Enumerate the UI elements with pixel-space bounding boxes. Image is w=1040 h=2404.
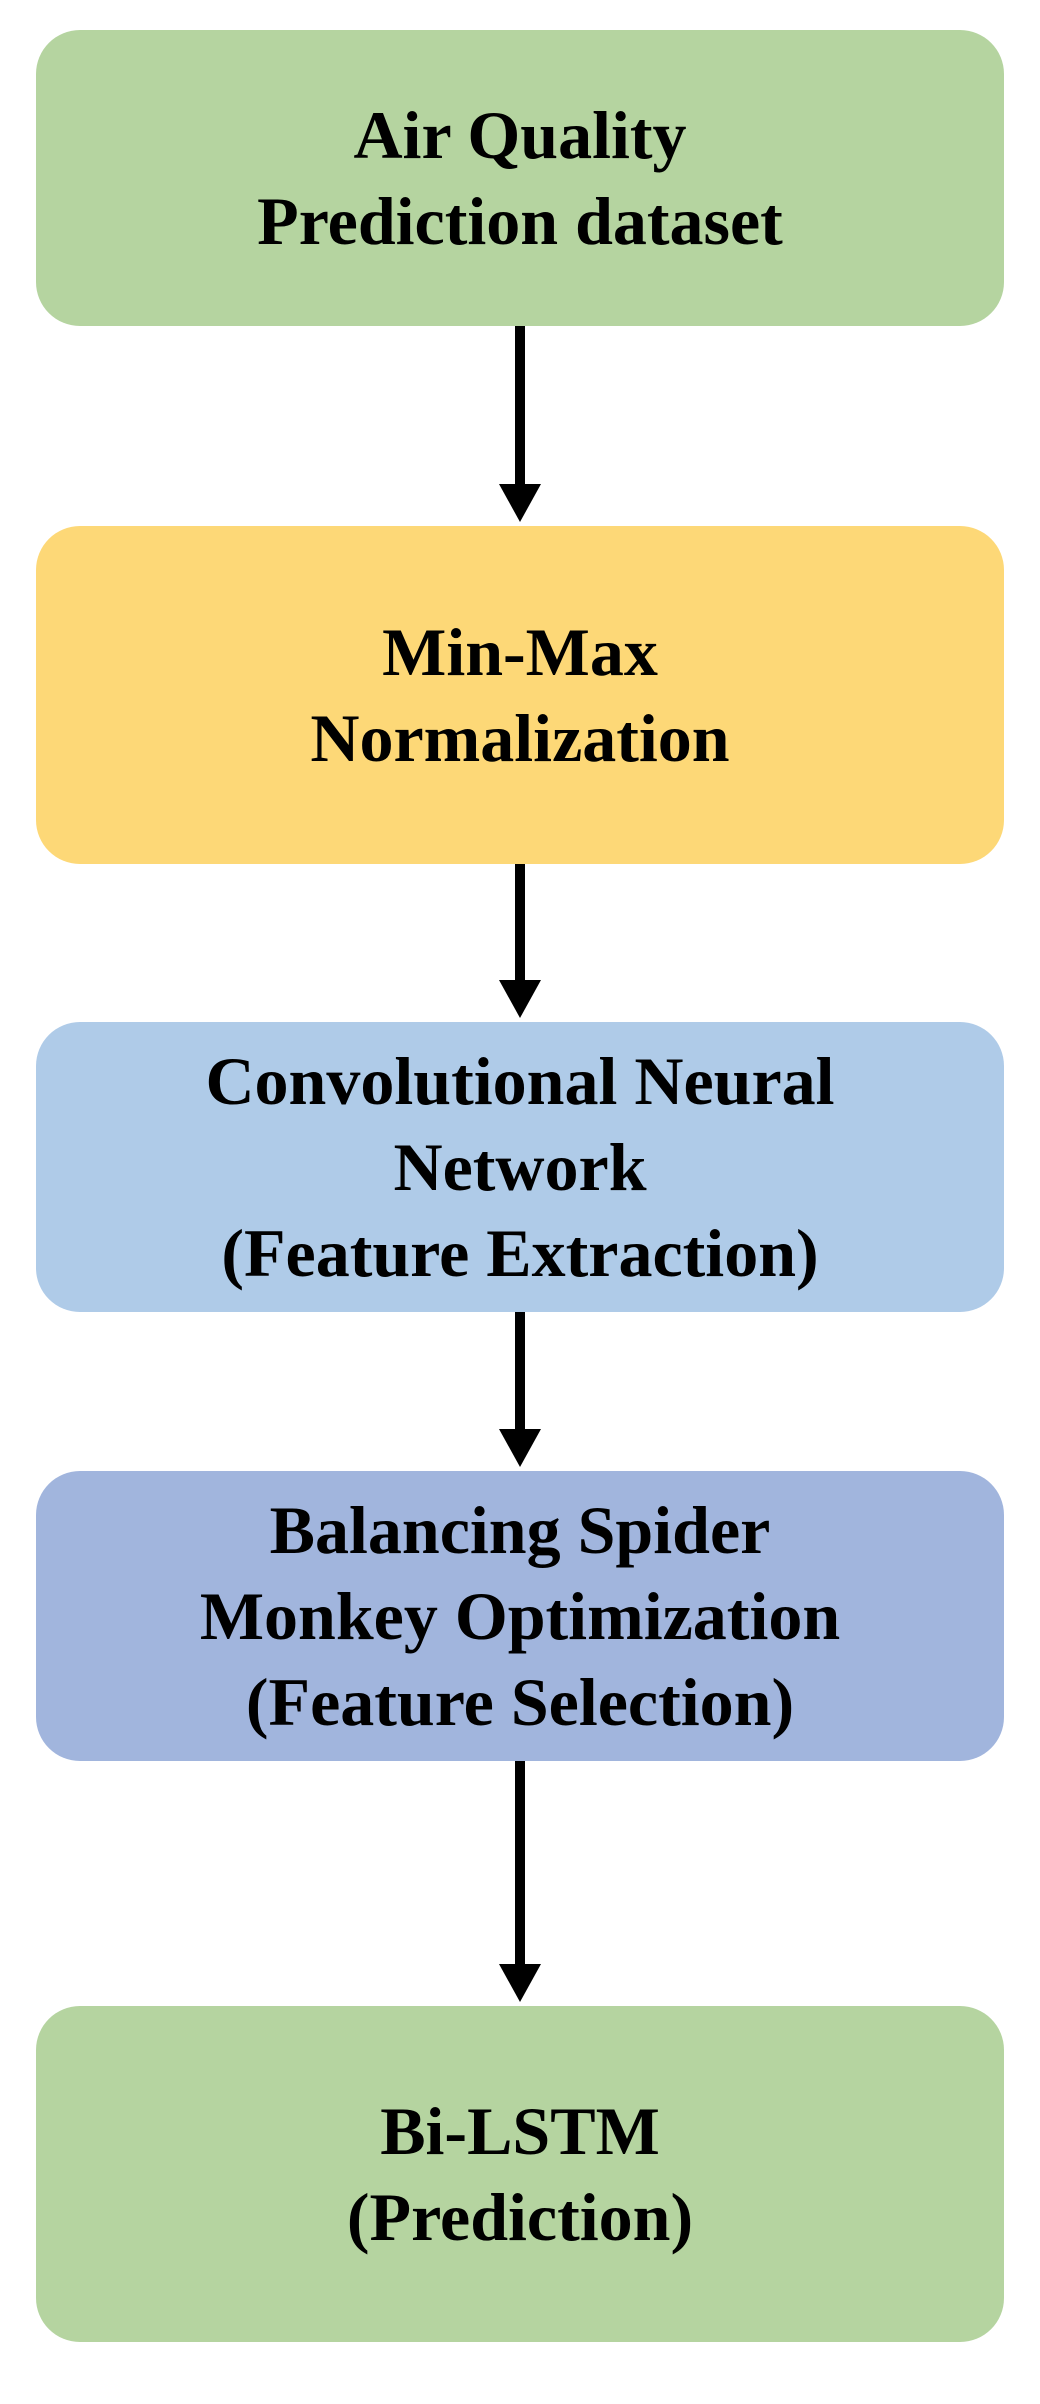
step-feature-extraction-line-1: Convolutional Neural: [205, 1043, 835, 1119]
arrow-2: [499, 864, 541, 1018]
step-normalization: Min-Max Normalization: [36, 526, 1004, 864]
step-dataset: Air Quality Prediction dataset: [36, 30, 1004, 326]
step-prediction: Bi-LSTM (Prediction): [36, 2006, 1004, 2342]
arrow-4: [499, 1761, 541, 2002]
step-normalization-line-1: Min-Max: [382, 614, 658, 690]
step-feature-selection-line-3: (Feature Selection): [245, 1664, 795, 1740]
step-prediction-line-1: Bi-LSTM: [380, 2093, 660, 2169]
step-feature-selection-line-2: Monkey Optimization: [199, 1578, 841, 1654]
step-feature-selection: Balancing Spider Monkey Optimization (Fe…: [36, 1471, 1004, 1761]
step-prediction-line-2: (Prediction): [346, 2179, 694, 2255]
step-dataset-line-1: Air Quality: [353, 97, 687, 173]
step-feature-extraction-line-3: (Feature Extraction): [221, 1215, 819, 1291]
arrow-1: [499, 326, 541, 522]
step-dataset-line-2: Prediction dataset: [257, 183, 783, 259]
step-feature-extraction: Convolutional Neural Network (Feature Ex…: [36, 1022, 1004, 1312]
arrow-3: [499, 1312, 541, 1467]
step-feature-selection-line-1: Balancing Spider: [269, 1492, 771, 1568]
step-feature-extraction-line-2: Network: [393, 1129, 647, 1205]
step-normalization-line-2: Normalization: [310, 700, 730, 776]
